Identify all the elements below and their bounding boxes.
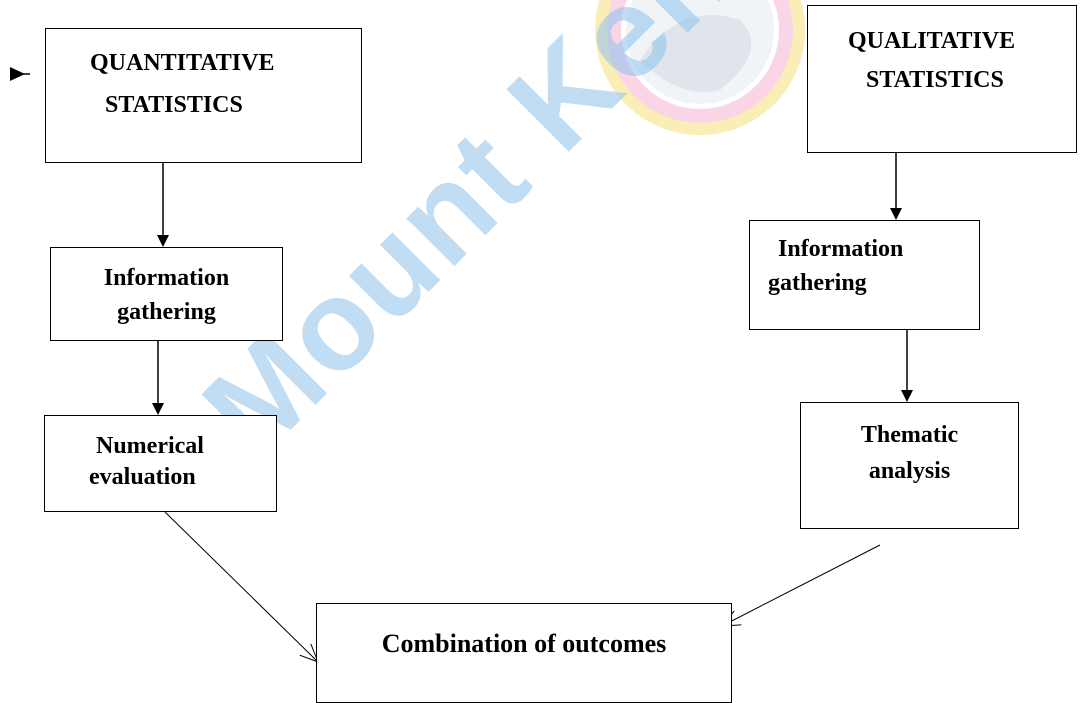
combination-of-outcomes-box: Combination of outcomes — [316, 603, 732, 703]
qual-info-line1: Information — [778, 236, 904, 262]
qualitative-information-gathering-box: Information gathering — [749, 220, 980, 330]
qualitative-title-line2: STATISTICS — [866, 67, 1004, 93]
qualitative-title-line1: QUALITATIVE — [848, 28, 1016, 54]
qual-info-line2: gathering — [768, 270, 867, 296]
thematic-analysis-line1: Thematic — [860, 422, 959, 448]
arrow-numeric-to-result — [164, 511, 318, 662]
quantitative-title-line1: QUANTITATIVE — [90, 50, 275, 76]
combination-of-outcomes-label: Combination of outcomes — [381, 629, 667, 658]
quantitative-title-line2: STATISTICS — [105, 92, 243, 118]
connector-lines — [10, 67, 913, 683]
quantitative-information-gathering-box: Information gathering — [50, 247, 283, 341]
quant-info-line1: Information — [103, 265, 230, 291]
arrow-thematic-to-result — [722, 544, 881, 626]
quantitative-statistics-box: QUANTITATIVE STATISTICS — [45, 28, 362, 163]
numerical-evaluation-box: Numerical evaluation — [44, 415, 277, 512]
quant-info-line2: gathering — [117, 299, 216, 325]
qualitative-statistics-box: QUALITATIVE STATISTICS — [807, 5, 1077, 153]
left-pointer-icon — [10, 67, 30, 81]
thematic-analysis-box: Thematic analysis — [800, 402, 1019, 529]
numerical-evaluation-line1: Numerical — [96, 433, 204, 459]
thematic-analysis-line2: analysis — [868, 458, 951, 484]
watermark-logo — [595, 0, 805, 135]
diagram-canvas: Mount Kenya QUANTITATIVE STATISTICS — [10, 0, 1077, 703]
numerical-evaluation-line2: evaluation — [89, 464, 196, 490]
